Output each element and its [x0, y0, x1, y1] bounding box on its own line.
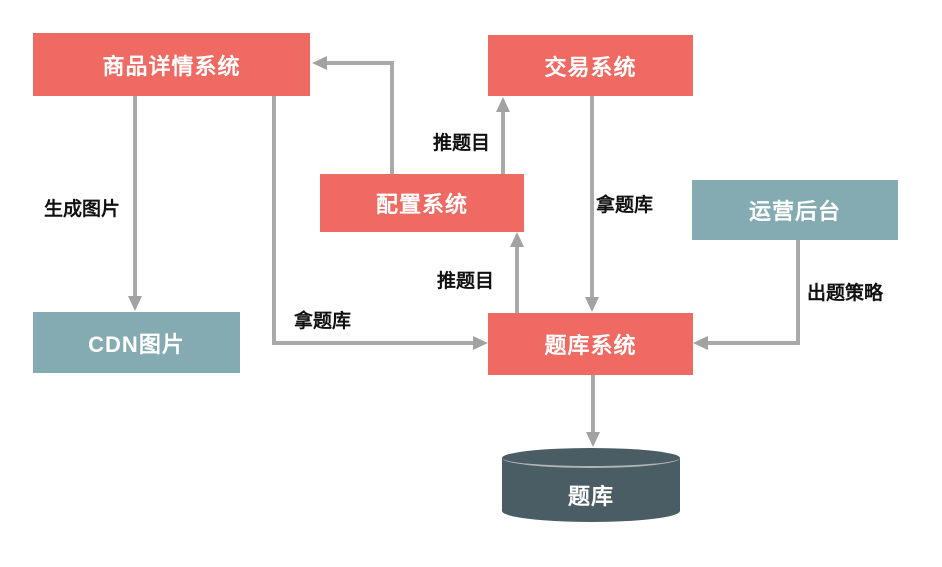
- cylinder-body: [502, 458, 680, 522]
- edge-trade-to-qbs: [585, 96, 599, 312]
- node-label: 商品详情系统: [102, 53, 241, 79]
- node-question-bank-system: 题库系统: [488, 313, 693, 375]
- edge-label-push-question-mid: 推题目: [437, 271, 495, 292]
- edge-label-question-strategy: 出题策略: [807, 283, 884, 304]
- node-label: 题库系统: [544, 333, 637, 358]
- node-label: 交易系统: [544, 54, 637, 80]
- edge-config-to-trade: [496, 97, 510, 174]
- cylinder-top-ellipse: [502, 448, 680, 468]
- edge-label-get-bank-right: 拿题库: [596, 195, 654, 216]
- node-cdn-images: CDN图片: [33, 312, 240, 373]
- node-product-detail-system: 商品详情系统: [33, 33, 310, 96]
- node-label: 配置系统: [375, 192, 468, 217]
- edge-label-generate-image: 生成图片: [44, 199, 121, 220]
- edge-product-to-qbs: [272, 96, 488, 350]
- node-label: 题库: [567, 484, 614, 509]
- node-config-system: 配置系统: [320, 174, 524, 232]
- node-label: CDN图片: [88, 331, 185, 357]
- edge-label-get-bank-left: 拿题库: [294, 311, 352, 332]
- node-label: 运营后台: [748, 199, 841, 224]
- edge-product-to-cdn: [128, 96, 142, 311]
- edge-config-to-product: [312, 56, 394, 174]
- edge-qbs-to-config: [510, 232, 524, 313]
- edge-qbs-to-db: [586, 375, 600, 447]
- edge-label-push-question-top: 推题目: [433, 133, 491, 154]
- node-question-bank-db: 题库: [502, 448, 680, 522]
- edge-ops-to-qbs: [693, 240, 800, 350]
- node-operations-admin: 运营后台: [692, 180, 898, 240]
- node-trade-system: 交易系统: [488, 35, 693, 96]
